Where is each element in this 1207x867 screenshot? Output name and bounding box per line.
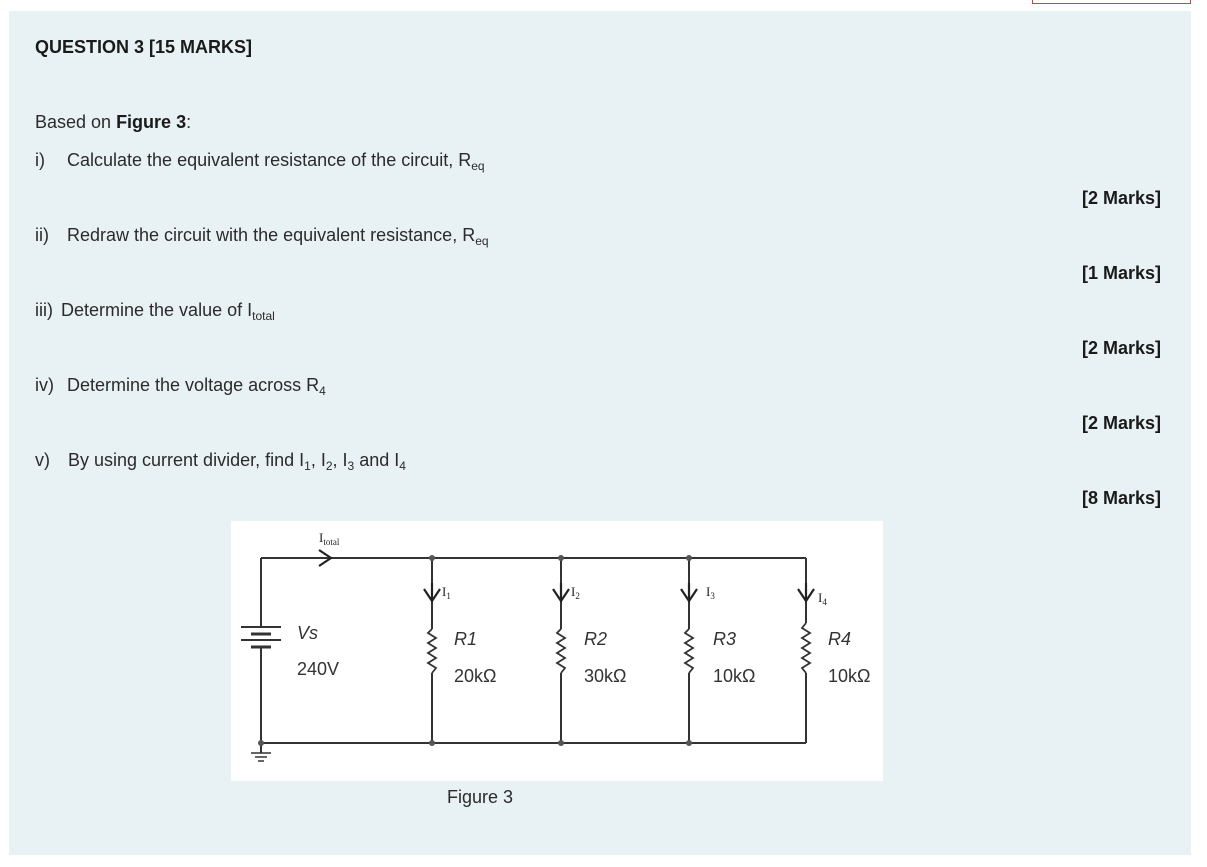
r3-value: 10kΩ [713,666,755,686]
marks-item-3: [2 Marks] [1082,338,1162,358]
question-title: QUESTION 3 [15 MARKS] [35,37,253,57]
question-item-2: ii) Redraw the circuit with the equivalen… [35,225,489,248]
item-number: ii) [35,225,49,245]
marks-item-4: [2 Marks] [1082,413,1162,433]
r1-name: R1 [454,629,477,649]
item-text: Redraw the circuit with the equivalent r… [67,225,476,245]
i4-label: I4 [818,590,827,607]
node-dot [558,740,564,746]
item-text: Determine the voltage across R [67,375,320,395]
itotal-arrow-icon [318,549,333,567]
node-dot [686,555,692,561]
item-number: i) [35,150,45,170]
item-and: and I [354,450,400,470]
battery-icon [241,626,281,649]
itotal-label: Itotal [319,530,340,547]
marks-item-2: [1 Marks] [1082,263,1162,283]
intro-suffix: : [186,112,192,132]
r2-resistor-symbol [555,628,567,674]
item-subscript: 3 [347,459,355,473]
figure-caption: Figure 3 [447,787,514,807]
item-number: iii) [35,300,53,320]
intro-prefix: Based on [35,112,117,132]
r2-name: R2 [584,629,607,649]
marks-item-5: [8 Marks] [1082,488,1162,508]
question-item-5: v)By using current divider, find I1, I2,… [35,450,406,473]
r3-resistor-symbol [683,628,695,674]
node-dot [429,740,435,746]
source-value: 240V [297,659,339,679]
item-number: iv) [35,375,54,395]
question-item-3: iii) Determine the value of Itotal [35,300,275,323]
r1-value: 20kΩ [454,666,496,686]
item-text: By using current divider, find I [68,450,305,470]
source-name: Vs [297,623,318,643]
ground-icon [251,752,271,762]
r1-resistor-symbol [426,628,438,674]
marks-item-1: [2 Marks] [1082,188,1162,208]
r4-name: R4 [828,629,851,649]
circuit-figure: Itotal I1 I2 I3 I4 Vs 240V R1 20kΩ R2 30… [231,521,883,781]
node-dot [258,740,264,746]
item-subscript: eq [471,159,485,173]
i2-label: I2 [571,584,580,601]
item-subscript: 4 [319,384,326,398]
node-dot [558,555,564,561]
item-number: v) [35,450,50,470]
node-dot [429,555,435,561]
item-subscript: eq [475,234,489,248]
circuit-diagram: Itotal I1 I2 I3 I4 Vs 240V R1 20kΩ R2 30… [241,530,870,762]
top-red-box [1032,0,1191,4]
item-text: Calculate the equivalent resistance of t… [67,150,472,170]
i3-label: I3 [706,584,715,601]
item-subscript: 2 [325,459,333,473]
r3-name: R3 [713,629,736,649]
node-dot [686,740,692,746]
intro-figure-ref: Figure 3 [116,112,187,132]
item-subscript: 1 [304,459,311,473]
r4-resistor-symbol [800,622,812,674]
i1-label: I1 [442,584,451,601]
question-intro: Based on Figure 3: [35,112,191,133]
item-text: Determine the value of I [61,300,253,320]
r4-value: 10kΩ [828,666,870,686]
item-subscript: total [252,309,275,323]
item-subscript: 4 [399,459,406,473]
question-item-4: iv) Determine the voltage across R4 [35,375,326,398]
r2-value: 30kΩ [584,666,626,686]
question-item-1: i) Calculate the equivalent resistance of… [35,150,485,173]
